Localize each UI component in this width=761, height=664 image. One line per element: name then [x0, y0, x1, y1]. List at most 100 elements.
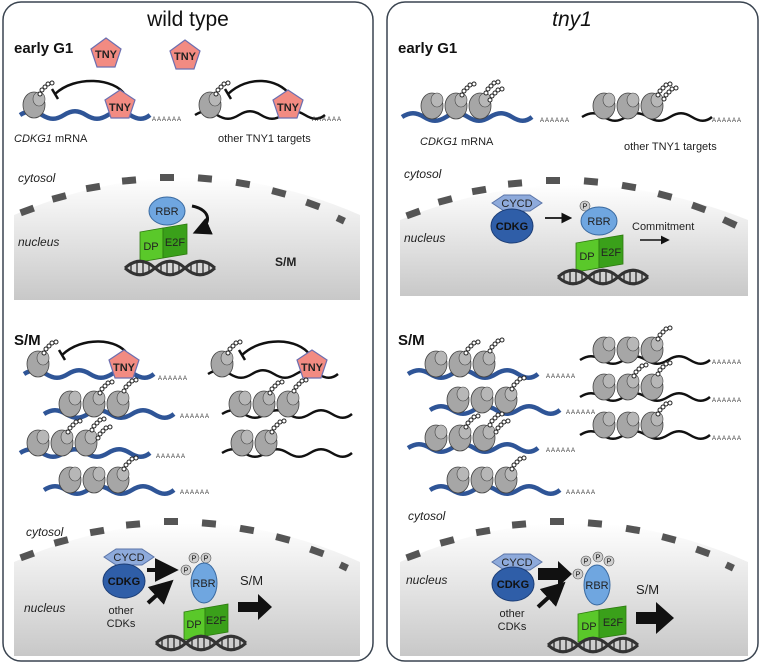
cytosol-label: cytosol	[404, 167, 442, 181]
heading-early-g1-wt: early G1	[14, 40, 73, 57]
svg-text:A A A A A A: A A A A A A	[540, 118, 569, 124]
nucleus-region	[400, 185, 748, 296]
cdkg1-mrna-repressed: TNY A A A A A A	[24, 339, 187, 382]
other-targets-mrna-repressed: TNY	[206, 339, 340, 379]
nucleus-label: nucleus	[18, 235, 59, 249]
svg-text:A A A A A A: A A A A A A	[158, 376, 187, 382]
svg-text:RBR: RBR	[155, 206, 178, 218]
phase-label: S/M	[636, 582, 659, 597]
svg-text:TNY: TNY	[174, 51, 197, 63]
phosphorylation-arrow	[538, 561, 572, 587]
other-targets-mrna-translated: A A A A A A	[578, 400, 741, 442]
cdkg1-mrna-translated: A A A A A A	[20, 416, 185, 460]
other-targets-mrna-translated: A A A A A A	[578, 325, 741, 366]
svg-text:RBR: RBR	[585, 580, 608, 592]
heading-s-m-wt: S/M	[14, 332, 41, 349]
svg-text:E2F: E2F	[165, 237, 185, 249]
svg-text:DP: DP	[143, 241, 158, 253]
panel-title-wild-type: wild type	[146, 8, 229, 31]
cdkg1-mrna-translated: A A A A A A	[408, 411, 575, 454]
nucleus-label: nucleus	[404, 231, 445, 245]
svg-text:A A A A A A: A A A A A A	[152, 117, 181, 123]
other-targets-mrna-translated: A A A A A A	[578, 360, 741, 404]
svg-text:A A A A A A: A A A A A A	[712, 436, 741, 442]
cytosol-label: cytosol	[408, 509, 446, 523]
svg-text:P: P	[607, 559, 612, 566]
heading-early-g1-tny1: early G1	[398, 40, 457, 57]
svg-text:RBR: RBR	[587, 216, 610, 228]
svg-text:RBR: RBR	[192, 578, 215, 590]
tny-protein: TNY	[90, 37, 122, 68]
cdkg1-mrna-translated: A A A A A A	[430, 455, 595, 496]
phosphate-group: P	[592, 551, 604, 563]
svg-text:A A A A A A: A A A A A A	[180, 490, 209, 496]
rbr-binding-arrow	[191, 204, 213, 235]
svg-text:E2F: E2F	[601, 247, 621, 259]
progression-arrow	[238, 594, 272, 620]
other-targets-mrna-translated: A A A A A A	[580, 81, 741, 124]
rbr-protein: RBR	[583, 564, 611, 606]
svg-text:A A A A A A: A A A A A A	[566, 490, 595, 496]
cdkg-protein: CDKG	[491, 566, 535, 602]
phosphate-group: P	[572, 568, 584, 580]
svg-text:P: P	[584, 559, 589, 566]
svg-text:E2F: E2F	[603, 617, 623, 629]
cdkg1-mrna-translated: A A A A A A	[430, 375, 595, 416]
cdkg1-mrna-label: CDKG1 mRNA	[14, 133, 88, 145]
svg-text:CDKG: CDKG	[497, 579, 529, 591]
svg-text:P: P	[583, 204, 588, 211]
svg-text:A A A A A A: A A A A A A	[546, 448, 575, 454]
tny1-panel	[386, 1, 759, 662]
phosphate-group: P	[603, 555, 615, 567]
cycd-protein: CYCD	[491, 194, 543, 212]
phosphate-group: P	[188, 552, 200, 564]
rbr-protein: RBR	[190, 562, 218, 604]
phosphorylation-arrow	[536, 581, 566, 609]
wild-type-panel	[2, 1, 374, 662]
svg-text:E2F: E2F	[206, 615, 226, 627]
cdkg-protein: CDKG	[102, 563, 146, 599]
phosphate-group: P	[579, 200, 591, 212]
panel-title-tny1: tny1	[552, 8, 592, 31]
cdkg1-mrna-repressed: TNY A A A A A A	[20, 79, 181, 123]
cdkg-protein: CDKG	[490, 208, 534, 244]
phosphate-group: P	[200, 552, 212, 564]
dp-e2f-complex: DP E2F	[183, 603, 229, 641]
svg-text:CDKG: CDKG	[108, 576, 140, 588]
svg-text:A A A A A A: A A A A A A	[712, 360, 741, 366]
dp-e2f-complex: DP E2F	[577, 605, 627, 643]
phase-label: S/M	[240, 573, 263, 588]
other-targets-label: other TNY1 targets	[624, 141, 717, 153]
nuclear-membrane	[405, 518, 735, 572]
tny-protein: TNY	[169, 39, 201, 70]
svg-text:TNY: TNY	[95, 49, 118, 61]
svg-text:DP: DP	[186, 619, 201, 631]
svg-text:TNY: TNY	[113, 362, 136, 374]
commitment-label: Commitment	[632, 221, 694, 233]
cdkg1-mrna-translated: A A A A A A	[44, 455, 209, 496]
nucleus-label: nucleus	[406, 573, 447, 587]
cycd-protein: CYCD	[103, 548, 155, 566]
cdkg1-mrna-translated: A A A A A A	[44, 377, 209, 420]
rbr-protein: RBR	[148, 196, 186, 226]
cytosol-label: cytosol	[26, 525, 64, 539]
phosphorylation-arrow	[146, 579, 174, 605]
svg-text:P: P	[192, 556, 197, 563]
svg-text:A A A A A A: A A A A A A	[566, 410, 595, 416]
svg-text:A A A A A A: A A A A A A	[312, 117, 341, 123]
svg-text:A A A A A A: A A A A A A	[712, 398, 741, 404]
svg-text:A A A A A A: A A A A A A	[712, 118, 741, 124]
other-targets-label: other TNY1 targets	[218, 133, 311, 145]
dp-e2f-complex: DP E2F	[575, 234, 624, 273]
nuclear-membrane	[405, 177, 738, 229]
cdkg1-mrna-label: CDKG1 mRNA	[420, 136, 494, 148]
svg-text:TNY: TNY	[301, 362, 324, 374]
svg-text:CDKG: CDKG	[496, 221, 528, 233]
progression-arrow	[636, 602, 674, 634]
svg-text:TNY: TNY	[109, 102, 132, 114]
phosphate-group: P	[180, 564, 192, 576]
nucleus-region	[14, 523, 360, 656]
cdkg1-mrna-translated: A A A A A A	[402, 79, 569, 124]
